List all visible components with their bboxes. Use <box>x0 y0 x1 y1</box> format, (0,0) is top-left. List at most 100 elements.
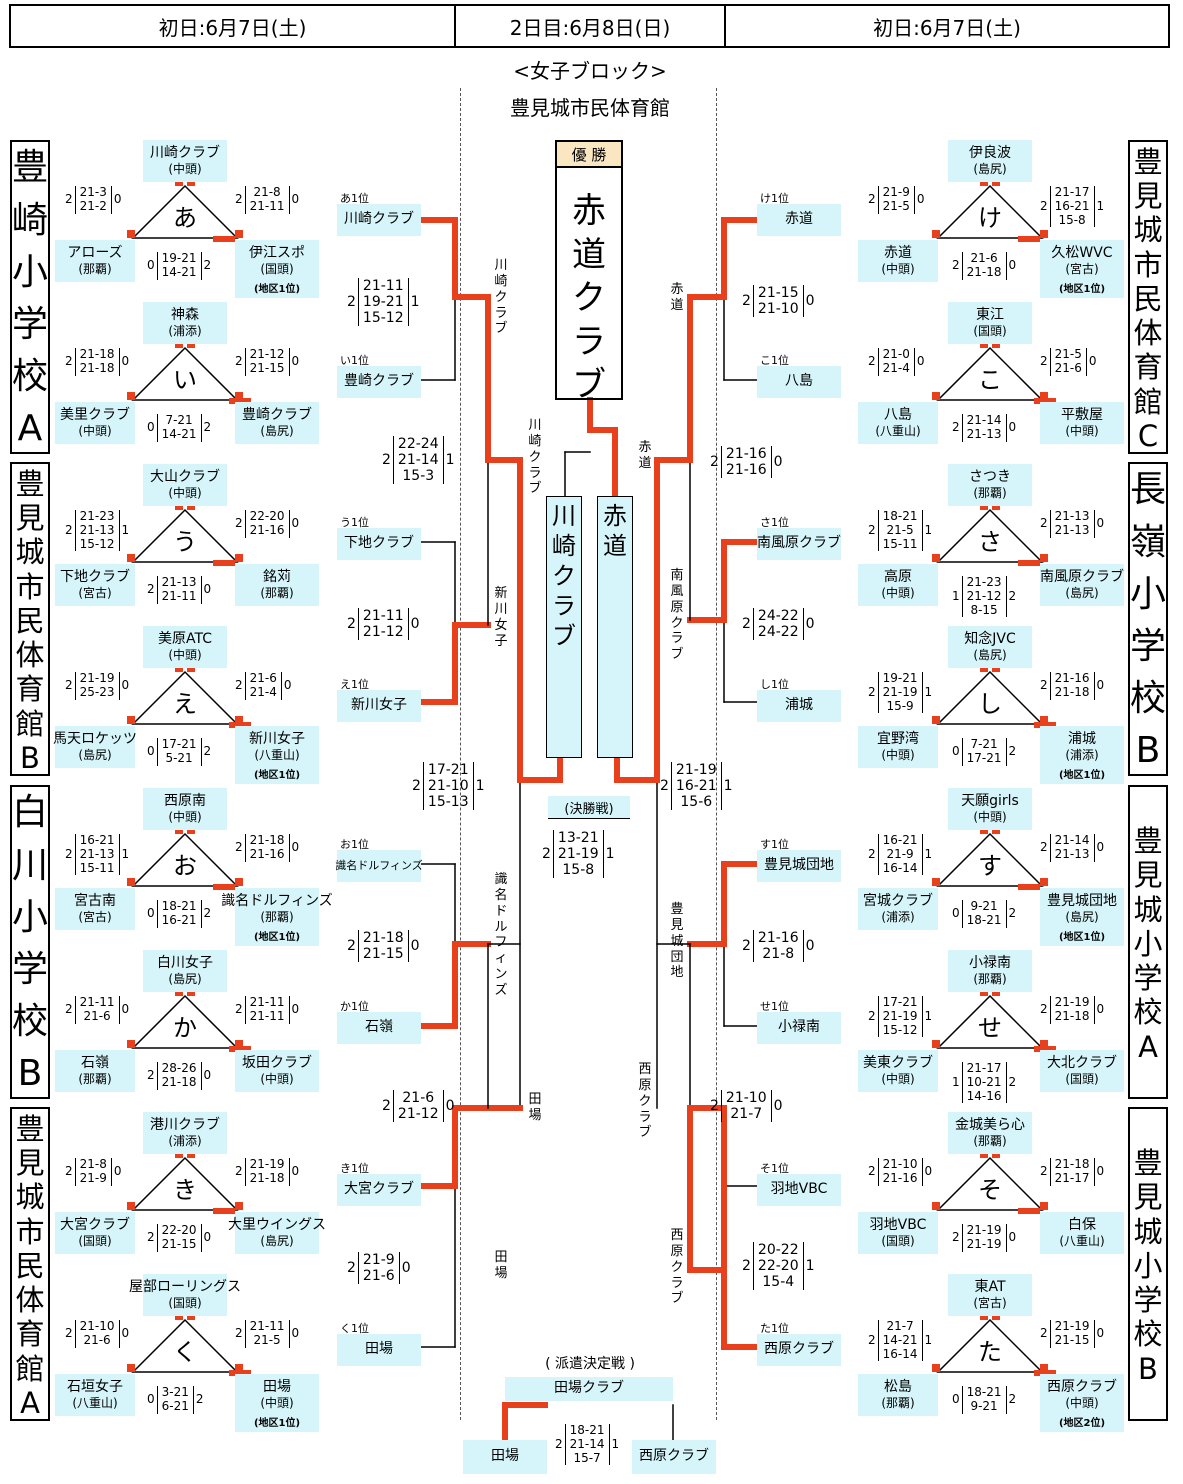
group-bl-name: 美里クラブ <box>60 406 130 423</box>
group-top-name: 西原南 <box>164 792 206 809</box>
venue-char: 校 <box>12 1001 49 1043</box>
group-score-left-left: 2 <box>65 1325 73 1340</box>
group-score-right-left: 2 <box>1040 839 1048 854</box>
seed-rank: え1位 <box>340 678 369 691</box>
group-score-right-sets: 21-6 21-4 <box>244 671 282 700</box>
label-char: ン <box>494 967 508 983</box>
label-char: ク <box>670 1259 684 1275</box>
group-bottom-left-team: 羽地VBC(国頭) <box>858 1212 938 1254</box>
venue-char: 城 <box>1133 213 1163 248</box>
block-title: <女子ブロック> <box>513 59 667 83</box>
group-bl-name: 石垣女子 <box>67 1378 123 1395</box>
group-bl-name: 松島 <box>884 1378 912 1395</box>
group-bl-name: 馬天ロケッツ <box>53 730 137 747</box>
group-bottom-left-team: 下地クラブ(宮古) <box>55 564 135 606</box>
advance-marker <box>992 664 1000 672</box>
group-bl-name: 美東クラブ <box>863 1054 933 1071</box>
group-score-left-left: 2 <box>65 677 73 692</box>
winner-label-w6: 南風原クラブ <box>669 568 685 663</box>
group-bl-name: 宮古南 <box>74 892 116 909</box>
group-score-left-left: 2 <box>65 846 73 861</box>
advance-marker <box>980 664 988 672</box>
advance-marker <box>175 664 183 672</box>
group-score-right-sets: 21-18 21-17 <box>1049 1157 1095 1186</box>
bracket-score-sets: 20-22 22-20 15-4 <box>752 1242 804 1291</box>
group-top-name: 白川女子 <box>157 954 213 971</box>
group-score-right-left: 2 <box>1040 353 1048 368</box>
advance-marker <box>187 502 195 510</box>
group-district-rank-text: (地区1位) <box>253 931 301 943</box>
group-top-name: 金城美ら心 <box>955 1116 1025 1133</box>
group-score-bottom-left: 0 <box>147 257 155 272</box>
group-score-bottom-sets: 22-20 21-15 <box>156 1223 202 1252</box>
group-br-name: 浦城 <box>1068 730 1096 747</box>
bracket-score-sets: 21-9 21-6 <box>357 1252 400 1285</box>
group-score-left-left: 2 <box>868 353 876 368</box>
label-char: 女 <box>494 617 508 633</box>
advance-marker <box>932 878 940 886</box>
label-char: 道 <box>670 297 684 313</box>
group-top-name: 小禄南 <box>969 954 1011 971</box>
advance-marker <box>127 716 135 724</box>
group-score-right-sets: 21-19 21-18 <box>244 1157 290 1186</box>
bracket-score-left: 2 <box>742 938 751 955</box>
advance-marker <box>932 392 940 400</box>
group-score-left-sets: 18-21 21-5 15-11 <box>877 509 923 552</box>
advance-marker <box>932 230 940 238</box>
group-score-bottom-sets: 18-21 9-21 <box>961 1385 1007 1414</box>
group-score-bottom-left: 0 <box>952 1391 960 1406</box>
seed-rank: い1位 <box>340 354 369 367</box>
group-bl-name: 宜野湾 <box>877 730 919 747</box>
group-triangle <box>131 994 239 1049</box>
group-bl-name: 高原 <box>884 568 912 585</box>
venue-char: 体 <box>1133 316 1163 351</box>
venue-char: 体 <box>15 638 45 673</box>
group-score-bottom-left: 2 <box>952 419 960 434</box>
group-letter: い <box>173 366 197 394</box>
group-score-right-sets: 21-19 21-15 <box>1049 1319 1095 1348</box>
bracket-score-right: 0 <box>773 454 783 471</box>
group-district-rank: (地区1位) <box>235 768 319 784</box>
group-score-right-left: 2 <box>1040 1163 1048 1178</box>
group-top-name: 美原ATC <box>158 630 212 647</box>
group-score-left-right: 1 <box>924 522 933 537</box>
label-char: ク <box>670 615 684 631</box>
label-char: ブ <box>494 321 508 337</box>
winner-label-s2: 田場 <box>493 1250 509 1282</box>
group-district-rank-text: (地区1位) <box>1058 769 1106 781</box>
seed-team: 識名ドルフィンズ <box>335 850 423 882</box>
advance-marker <box>992 988 1000 996</box>
advance-marker <box>992 1312 1000 1320</box>
group-score-right-sets: 21-18 21-16 <box>244 833 290 862</box>
seed-team: 豊崎クラブ <box>337 366 421 398</box>
group-score-right-left: 2 <box>235 677 243 692</box>
label-char: 道 <box>638 455 652 471</box>
venue-char: 館 <box>1133 384 1163 419</box>
label-char: ク <box>638 1093 652 1109</box>
winner-bar <box>229 1370 251 1376</box>
bracket-score-left: 2 <box>742 616 751 633</box>
bracket-score-sets: 21-18 21-15 <box>357 930 409 963</box>
group-bl-region: (宮古) <box>78 586 112 601</box>
venue-char: B <box>1135 730 1161 772</box>
char: 崎 <box>552 532 576 560</box>
label-char: 赤 <box>638 440 652 455</box>
group-score-right-right: 1 <box>1096 198 1105 213</box>
group-score-bottom-sets: 7-21 14-21 <box>156 413 202 442</box>
venue-char: 城 <box>15 1180 45 1215</box>
venue-char: 城 <box>1133 1214 1163 1249</box>
group-score-left-right: 0 <box>121 1325 130 1340</box>
group-district-rank-text: (地区2位) <box>1058 1417 1106 1429</box>
group-score-left-right: 0 <box>121 677 130 692</box>
seed-team: 浦城 <box>757 690 841 722</box>
group-bl-region: (八重山) <box>875 424 921 439</box>
group-score-left-left: 2 <box>868 522 876 537</box>
